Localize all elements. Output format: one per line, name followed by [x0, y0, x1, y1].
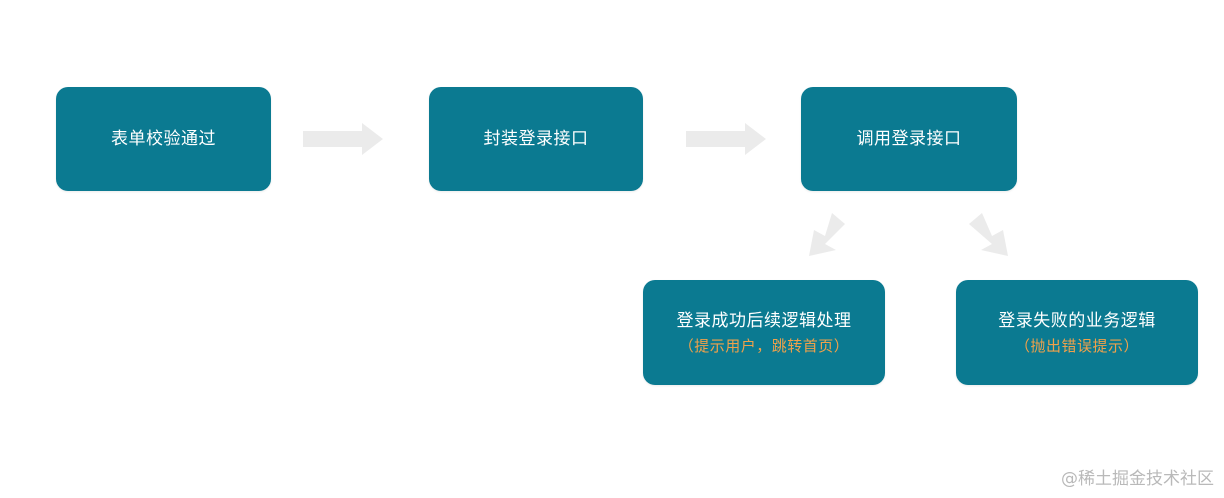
arrow-step1-to-step2	[303, 123, 383, 155]
step-label: 表单校验通过	[111, 129, 216, 149]
step-login-success-handling: 登录成功后续逻辑处理 （提示用户，跳转首页）	[643, 280, 885, 385]
step-wrap-login-api: 封装登录接口	[429, 87, 643, 191]
step-label: 调用登录接口	[856, 129, 962, 149]
step-form-validation-passed: 表单校验通过	[56, 87, 271, 191]
step-note: （提示用户，跳转首页）	[678, 336, 850, 355]
arrow-step3-to-success	[809, 213, 845, 256]
step-login-failure-handling: 登录失败的业务逻辑 （抛出错误提示）	[956, 280, 1198, 385]
step-label: 登录失败的业务逻辑	[998, 310, 1156, 331]
step-label: 登录成功后续逻辑处理	[676, 310, 852, 331]
watermark: @稀土掘金技术社区	[1061, 469, 1214, 489]
step-call-login-api: 调用登录接口	[801, 87, 1017, 191]
arrow-step2-to-step3	[686, 123, 766, 155]
step-label: 封装登录接口	[483, 129, 589, 149]
arrow-step3-to-failure	[969, 213, 1008, 256]
step-note: （抛出错误提示）	[1014, 336, 1139, 355]
